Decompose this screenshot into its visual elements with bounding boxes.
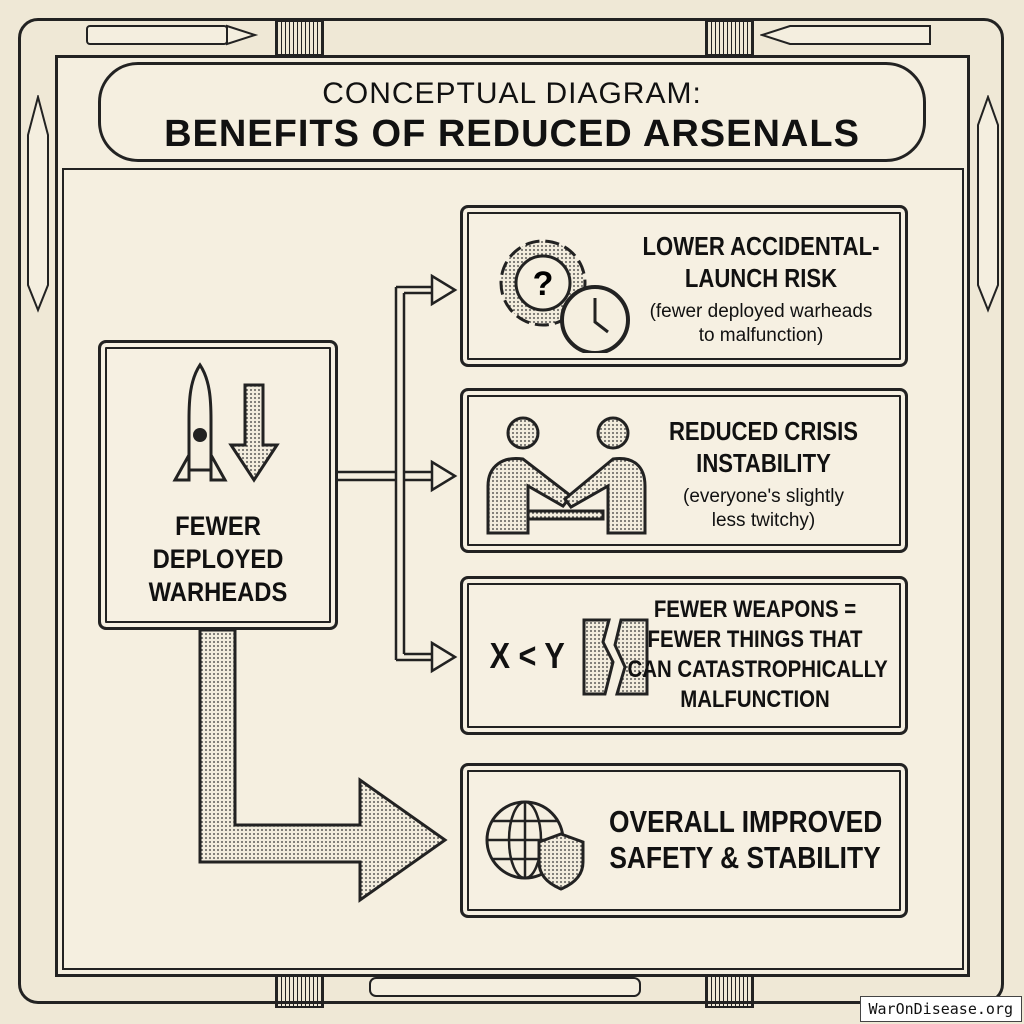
broken-circuit-icon xyxy=(582,618,649,696)
ornament-hatch xyxy=(705,20,754,56)
title-line: CAN CATASTROPHICALLY xyxy=(627,656,888,683)
title-line: OVERALL IMPROVED xyxy=(609,804,883,839)
pencil-icon xyxy=(369,977,641,997)
title-line: LOWER ACCIDENTAL- xyxy=(642,231,880,261)
benefit-subtitle: (fewer deployed warheads to malfunction) xyxy=(621,300,901,348)
watermark: WarOnDisease.org xyxy=(859,996,1022,1022)
benefit-box-fewer-weapons: X < Y FEWER WEAPONS = FEWER THINGS THAT CA… xyxy=(460,576,908,735)
subtitle-line: (everyone's slightly xyxy=(683,486,844,507)
formula-text: X < Y xyxy=(489,635,565,676)
pencil-icon xyxy=(27,95,49,313)
title-line: MALFUNCTION xyxy=(680,686,830,713)
arrow-heads xyxy=(430,273,458,674)
handshake-icon xyxy=(486,416,647,535)
pen-icon xyxy=(977,95,999,313)
title-banner: CONCEPTUAL DIAGRAM: BENEFITS OF REDUCED … xyxy=(98,62,926,162)
title-line: FEWER WEAPONS = xyxy=(653,596,857,623)
title-line: LAUNCH RISK xyxy=(684,263,838,293)
title-line-2: BENEFITS OF REDUCED ARSENALS xyxy=(164,113,860,155)
subtitle-line: less twitchy) xyxy=(711,510,816,531)
benefit-box-accidental-launch: ? LOWER ACCIDENTAL-LAUNCH RISK (fewer de… xyxy=(460,205,908,367)
source-label-line: FEWER xyxy=(175,511,261,541)
source-label-line: WARHEADS xyxy=(148,577,288,607)
benefit-title: FEWER WEAPONS = FEWER THINGS THAT CAN CATA… xyxy=(627,595,888,715)
title-line: INSTABILITY xyxy=(696,448,831,478)
title-line-1: CONCEPTUAL DIAGRAM: xyxy=(322,77,702,110)
big-arrow xyxy=(198,628,448,903)
source-label: FEWER DEPLOYED WARHEADS xyxy=(112,510,323,609)
title-line: FEWER THINGS THAT xyxy=(647,626,863,653)
globe-shield-icon xyxy=(485,800,585,891)
missile-down-icon xyxy=(172,362,280,483)
title-line: REDUCED CRISIS xyxy=(668,416,859,446)
subtitle-line: (fewer deployed warheads xyxy=(649,301,873,322)
branch-lines xyxy=(338,285,432,662)
pencil-icon xyxy=(760,25,931,45)
source-label-line: DEPLOYED xyxy=(152,544,284,574)
benefit-subtitle: (everyone's slightly less twitchy) xyxy=(636,485,891,533)
benefit-text: FEWER WEAPONS = FEWER THINGS THAT CAN CATA… xyxy=(605,595,905,715)
svg-text:?: ? xyxy=(533,265,554,303)
outer-frame xyxy=(18,18,1004,1004)
gear-clock-icon: ? xyxy=(499,239,630,353)
source-box xyxy=(98,340,338,630)
benefit-title: LOWER ACCIDENTAL-LAUNCH RISK xyxy=(642,230,880,294)
subtitle-line: to malfunction) xyxy=(698,325,824,346)
title-line: SAFETY & STABILITY xyxy=(609,840,881,875)
pencil-icon xyxy=(86,24,259,46)
benefit-text: LOWER ACCIDENTAL-LAUNCH RISK (fewer depl… xyxy=(621,230,901,348)
